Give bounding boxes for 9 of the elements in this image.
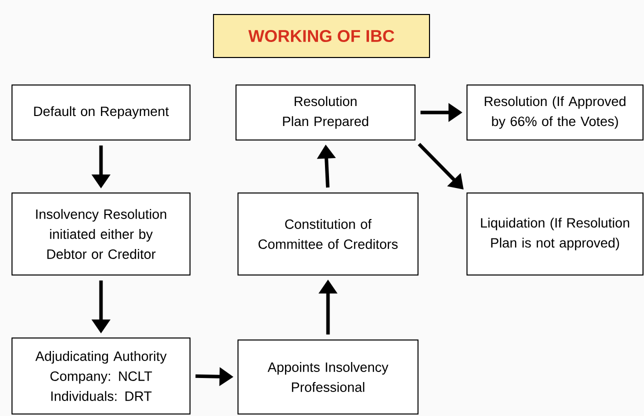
process-box: Insolvency Resolution initiated either by Debtor or Creditor [12,192,190,276]
process-box: Adjudicating Authority Company: NCLT Individuals: DRT [12,338,190,414]
process-box: Resolution (If Approved by 66% of the Votes) [466,84,644,140]
process-box: Liquidation (If Resolution Plan is not approved) [466,192,644,276]
process-box: Resolution Plan Prepared [236,84,416,140]
process-box: Default on Repayment [12,84,190,140]
process-box: Constitution of Committee of Creditors [238,192,418,276]
process-box: Appoints Insolvency Professional [238,340,418,414]
title-box: WORKING OF IBC [213,14,430,58]
